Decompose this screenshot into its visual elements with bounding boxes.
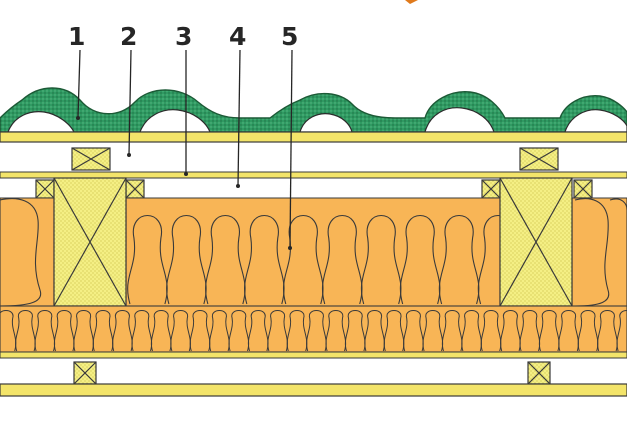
insulation-small-bulge bbox=[325, 310, 347, 352]
insulation-small-bulge bbox=[597, 310, 618, 352]
corner-mark bbox=[405, 0, 418, 4]
insulation-small-bulge bbox=[267, 310, 288, 352]
insulation-bulge bbox=[244, 215, 285, 305]
insulation-small-bulge bbox=[306, 310, 327, 352]
insulation-bulge bbox=[438, 215, 480, 305]
insulation-small-bulge bbox=[247, 310, 269, 352]
insulation-bulge bbox=[205, 215, 246, 305]
leader-dots bbox=[76, 116, 292, 250]
insulation-bulge bbox=[360, 215, 402, 305]
insulation-bulge bbox=[282, 215, 324, 305]
insulation-small-bulge bbox=[112, 310, 133, 352]
insulation-small-bulge bbox=[403, 310, 424, 352]
insulation-small-bulge bbox=[150, 310, 172, 352]
insulation-small-bulge bbox=[538, 310, 560, 352]
counter-battens bbox=[71, 147, 559, 171]
insulation-small-bulge bbox=[73, 310, 94, 352]
insulation-main bbox=[0, 197, 627, 307]
rafters bbox=[53, 177, 573, 307]
insulation-small-bulge bbox=[131, 310, 153, 352]
label-5: 5 bbox=[281, 22, 299, 51]
label-3: 3 bbox=[175, 22, 193, 51]
roof-tiles bbox=[0, 87, 627, 133]
bottom-battens bbox=[73, 361, 551, 385]
label-2: 2 bbox=[120, 22, 138, 51]
insulation-bulge bbox=[321, 215, 363, 305]
leader-lines bbox=[77, 49, 293, 249]
insulation-small-bulge bbox=[286, 310, 308, 352]
insulation-small-bulge bbox=[519, 310, 541, 352]
insulation-small-bulge bbox=[170, 310, 191, 352]
insulation-bulge bbox=[127, 215, 168, 305]
insulation-small-bulge bbox=[189, 310, 211, 352]
insulation-small-bulge bbox=[461, 310, 482, 352]
insulation-small-bulge bbox=[53, 310, 75, 352]
vapour-layer bbox=[0, 351, 627, 359]
insulation-bulge bbox=[166, 215, 207, 305]
insulation-small-bulge bbox=[364, 310, 385, 352]
insulation-small-bulge bbox=[15, 310, 36, 352]
label-4: 4 bbox=[229, 22, 247, 51]
insulation-small-bulge bbox=[228, 310, 250, 352]
insulation-small-bulge bbox=[500, 310, 521, 352]
tile-batten-board bbox=[0, 131, 627, 143]
insulation-small-bulge bbox=[441, 310, 463, 352]
insulation-small-bulge bbox=[422, 310, 444, 352]
insulation-small-bulge bbox=[480, 310, 502, 352]
insulation-small-bulge bbox=[383, 310, 405, 352]
ceiling-board bbox=[0, 383, 627, 397]
insulation-small-bulge bbox=[0, 310, 17, 352]
insulation-small-bulge bbox=[209, 310, 230, 352]
insulation-lower bbox=[0, 305, 627, 353]
insulation-small-bulge bbox=[577, 310, 599, 352]
insulation-small-bulge bbox=[34, 310, 56, 352]
insulation-small-bulge bbox=[558, 310, 579, 352]
insulation-lower-bulges bbox=[0, 310, 627, 352]
membrane-layer bbox=[0, 171, 627, 179]
insulation-small-bulge bbox=[344, 310, 366, 352]
insulation-small-bulge bbox=[92, 310, 114, 352]
insulation-bulge bbox=[399, 215, 441, 305]
label-1: 1 bbox=[68, 22, 86, 51]
